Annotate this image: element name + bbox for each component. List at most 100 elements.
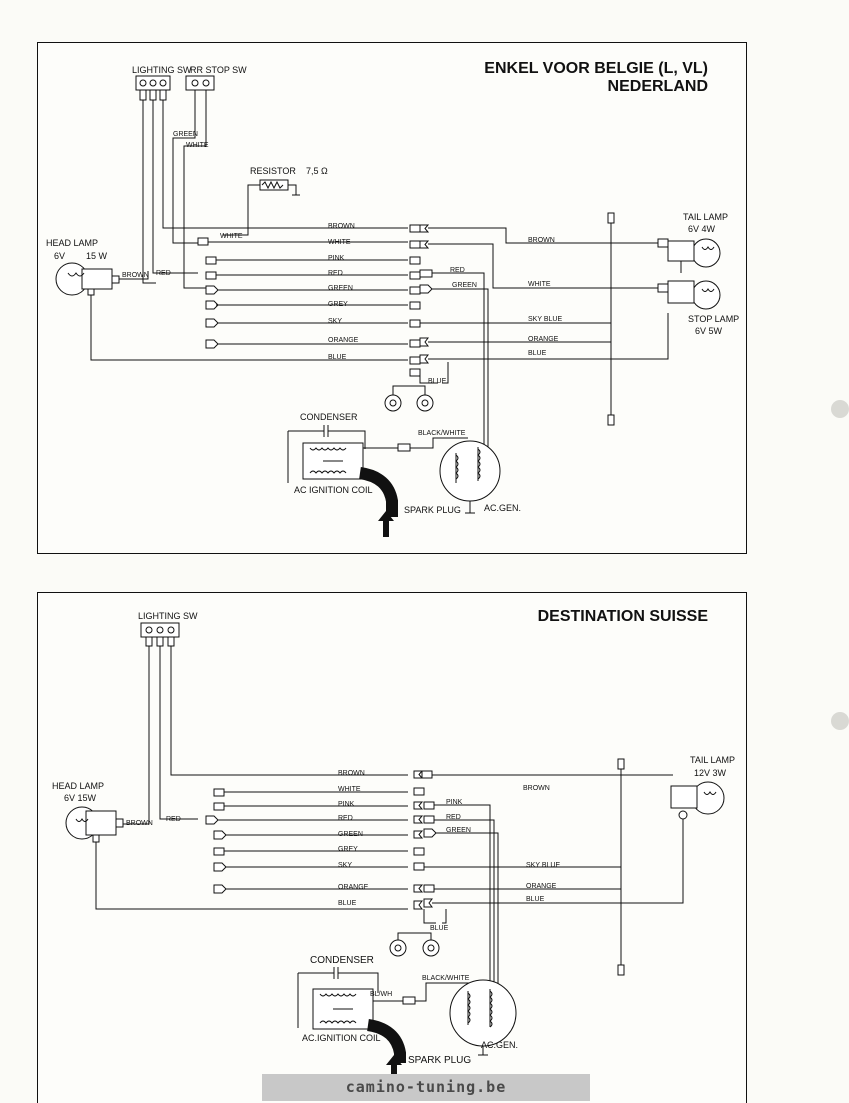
stop-lamp-spec: 6V 5W bbox=[695, 326, 723, 336]
resistor-label: RESISTOR bbox=[250, 166, 296, 176]
head-lamp-spec-w: 15 W bbox=[86, 251, 108, 261]
wire-sky-label-2: SKY bbox=[338, 862, 352, 869]
wire-blue-label-bulbs: BLUE bbox=[428, 378, 447, 385]
wire-grey-label: GREY bbox=[328, 301, 348, 308]
wire-red-label-right-2: RED bbox=[446, 814, 461, 821]
ignition-coil-icon bbox=[302, 442, 364, 480]
punch-hole-top bbox=[831, 400, 849, 418]
wire-brown-label-head: BROWN bbox=[122, 272, 149, 279]
wiring-diagram-switzerland: DESTINATION SUISSE LIGHTING SW HEAD LAMP… bbox=[37, 592, 747, 1103]
wire-orange-label: ORANGE bbox=[328, 337, 359, 344]
resistor-icon bbox=[259, 179, 300, 196]
ignition-coil-label: AC IGNITION COIL bbox=[294, 485, 373, 495]
wire-white-label-resistor: WHITE bbox=[220, 233, 243, 240]
wire-brown-label-tail: BROWN bbox=[528, 237, 555, 244]
wire-red-label: RED bbox=[328, 270, 343, 277]
wire-black-white-label: BLACK/WHITE bbox=[418, 430, 466, 437]
head-lamp-label-2: HEAD LAMP bbox=[52, 781, 104, 791]
resistor-value: 7,5 Ω bbox=[306, 166, 328, 176]
stop-lamp-label: STOP LAMP bbox=[688, 314, 739, 324]
diagram1-title-line2: NEDERLAND bbox=[607, 78, 708, 95]
wire-white-label-top: WHITE bbox=[186, 142, 209, 149]
wire-white-label-stop: WHITE bbox=[528, 281, 551, 288]
head-lamp-icon-2 bbox=[65, 806, 124, 843]
wire-green-label-right-2: GREEN bbox=[446, 827, 471, 834]
watermark: camino-tuning.be bbox=[262, 1074, 590, 1101]
indicator-bulbs-icon bbox=[384, 385, 434, 412]
wire-blue-label-bulbs-2: BLUE bbox=[430, 925, 449, 932]
wire-orange-label-right: ORANGE bbox=[528, 336, 559, 343]
condenser-label: CONDENSER bbox=[300, 412, 358, 422]
wire-white-label-2: WHITE bbox=[338, 786, 361, 793]
wire-brown-label-head-2: BROWN bbox=[126, 820, 153, 827]
spark-plug-label-2: SPARK PLUG bbox=[408, 1055, 471, 1066]
spark-plug-label: SPARK PLUG bbox=[404, 505, 461, 515]
wire-grey-label-2: GREY bbox=[338, 846, 358, 853]
head-lamp-icon bbox=[55, 262, 120, 296]
lighting-sw-label-2: LIGHTING SW bbox=[138, 611, 198, 621]
tail-lamp-spec: 6V 4W bbox=[688, 224, 716, 234]
wire-pink-label: PINK bbox=[328, 255, 345, 262]
condenser-icon bbox=[288, 425, 366, 449]
diagram2-schematic: LIGHTING SW HEAD LAMP 6V 15W BROWN bbox=[52, 611, 735, 1079]
head-lamp-spec-v: 6V bbox=[54, 251, 65, 261]
connector-column-left-2 bbox=[205, 788, 227, 894]
wire-green-label-right: GREEN bbox=[452, 282, 477, 289]
tail-lamp-icon-2 bbox=[670, 781, 725, 820]
wire-red-label-2: RED bbox=[338, 815, 353, 822]
wire-blue-label-right: BLUE bbox=[528, 350, 547, 357]
head-lamp-label: HEAD LAMP bbox=[46, 238, 98, 248]
condenser-icon-2 bbox=[298, 967, 379, 993]
rr-stop-sw-label: RR STOP SW bbox=[190, 65, 247, 75]
tail-lamp-spec-2: 12V 3W bbox=[694, 768, 727, 778]
rr-stop-switch bbox=[185, 75, 215, 91]
wire-green-label-mid: GREEN bbox=[328, 285, 353, 292]
lighting-switch-2 bbox=[140, 622, 180, 647]
wire-black-white-label-2: BLACK/WHITE bbox=[422, 975, 470, 982]
wire-red-label-left-2: RED bbox=[166, 816, 181, 823]
stop-lamp-icon bbox=[657, 280, 721, 310]
lighting-switch bbox=[135, 75, 171, 101]
condenser-label-2: CONDENSER bbox=[310, 955, 374, 966]
wire-pink-label-2: PINK bbox=[338, 801, 355, 808]
wiring-diagram-belgium-netherlands: ENKEL VOOR BELGIE (L, VL) NEDERLAND LIGH… bbox=[37, 42, 747, 554]
generator-label: AC.GEN. bbox=[484, 503, 521, 513]
tail-lamp-icon bbox=[657, 238, 721, 268]
connector-column-right bbox=[409, 224, 433, 377]
wire-bl-wh-label: BL/WH bbox=[370, 991, 392, 998]
spark-plug-icon bbox=[358, 467, 398, 537]
punch-hole-bottom bbox=[831, 712, 849, 730]
ac-generator-icon bbox=[439, 440, 501, 514]
diagram2-title: DESTINATION SUISSE bbox=[537, 608, 708, 625]
wire-brown-label-tail-2: BROWN bbox=[523, 785, 550, 792]
wire-sky-label: SKY bbox=[328, 318, 342, 325]
wire-brown-label-2: BROWN bbox=[338, 770, 365, 777]
lighting-sw-label: LIGHTING SW bbox=[132, 65, 192, 75]
generator-label-2: AC.GEN. bbox=[481, 1040, 518, 1050]
diagram1-title: ENKEL VOOR BELGIE (L, VL) NEDERLAND bbox=[484, 60, 708, 96]
spark-plug-icon-2 bbox=[366, 1019, 406, 1079]
wire-pink-label-right-2: PINK bbox=[446, 799, 463, 806]
tail-lamp-label-2: TAIL LAMP bbox=[690, 755, 735, 765]
diagram1-title-line1: ENKEL VOOR BELGIE (L, VL) bbox=[484, 60, 708, 77]
indicator-bulbs-icon-2 bbox=[389, 932, 440, 957]
wire-green-label-2: GREEN bbox=[338, 831, 363, 838]
wire-orange-label-right-2: ORANGE bbox=[526, 883, 557, 890]
ac-generator-icon-2 bbox=[449, 979, 517, 1056]
wire-blue-label-2: BLUE bbox=[338, 900, 357, 907]
wire-red-label-left: RED bbox=[156, 270, 171, 277]
wire-blue-label-right-2: BLUE bbox=[526, 896, 545, 903]
connector-column-left bbox=[197, 237, 219, 349]
connector-column-right-2 bbox=[413, 770, 437, 910]
wire-red-label-right: RED bbox=[450, 267, 465, 274]
wire-brown-label: BROWN bbox=[328, 223, 355, 230]
head-lamp-spec-2: 6V 15W bbox=[64, 793, 97, 803]
wire-sky-blue-label: SKY BLUE bbox=[528, 316, 562, 323]
wire-orange-label-2: ORANGE bbox=[338, 884, 369, 891]
ignition-coil-label-2: AC.IGNITION COIL bbox=[302, 1033, 381, 1043]
wire-blue-label: BLUE bbox=[328, 354, 347, 361]
wire-green-label: GREEN bbox=[173, 131, 198, 138]
wire-white-label: WHITE bbox=[328, 239, 351, 246]
ignition-coil-icon-2 bbox=[312, 988, 374, 1030]
tail-lamp-label: TAIL LAMP bbox=[683, 212, 728, 222]
